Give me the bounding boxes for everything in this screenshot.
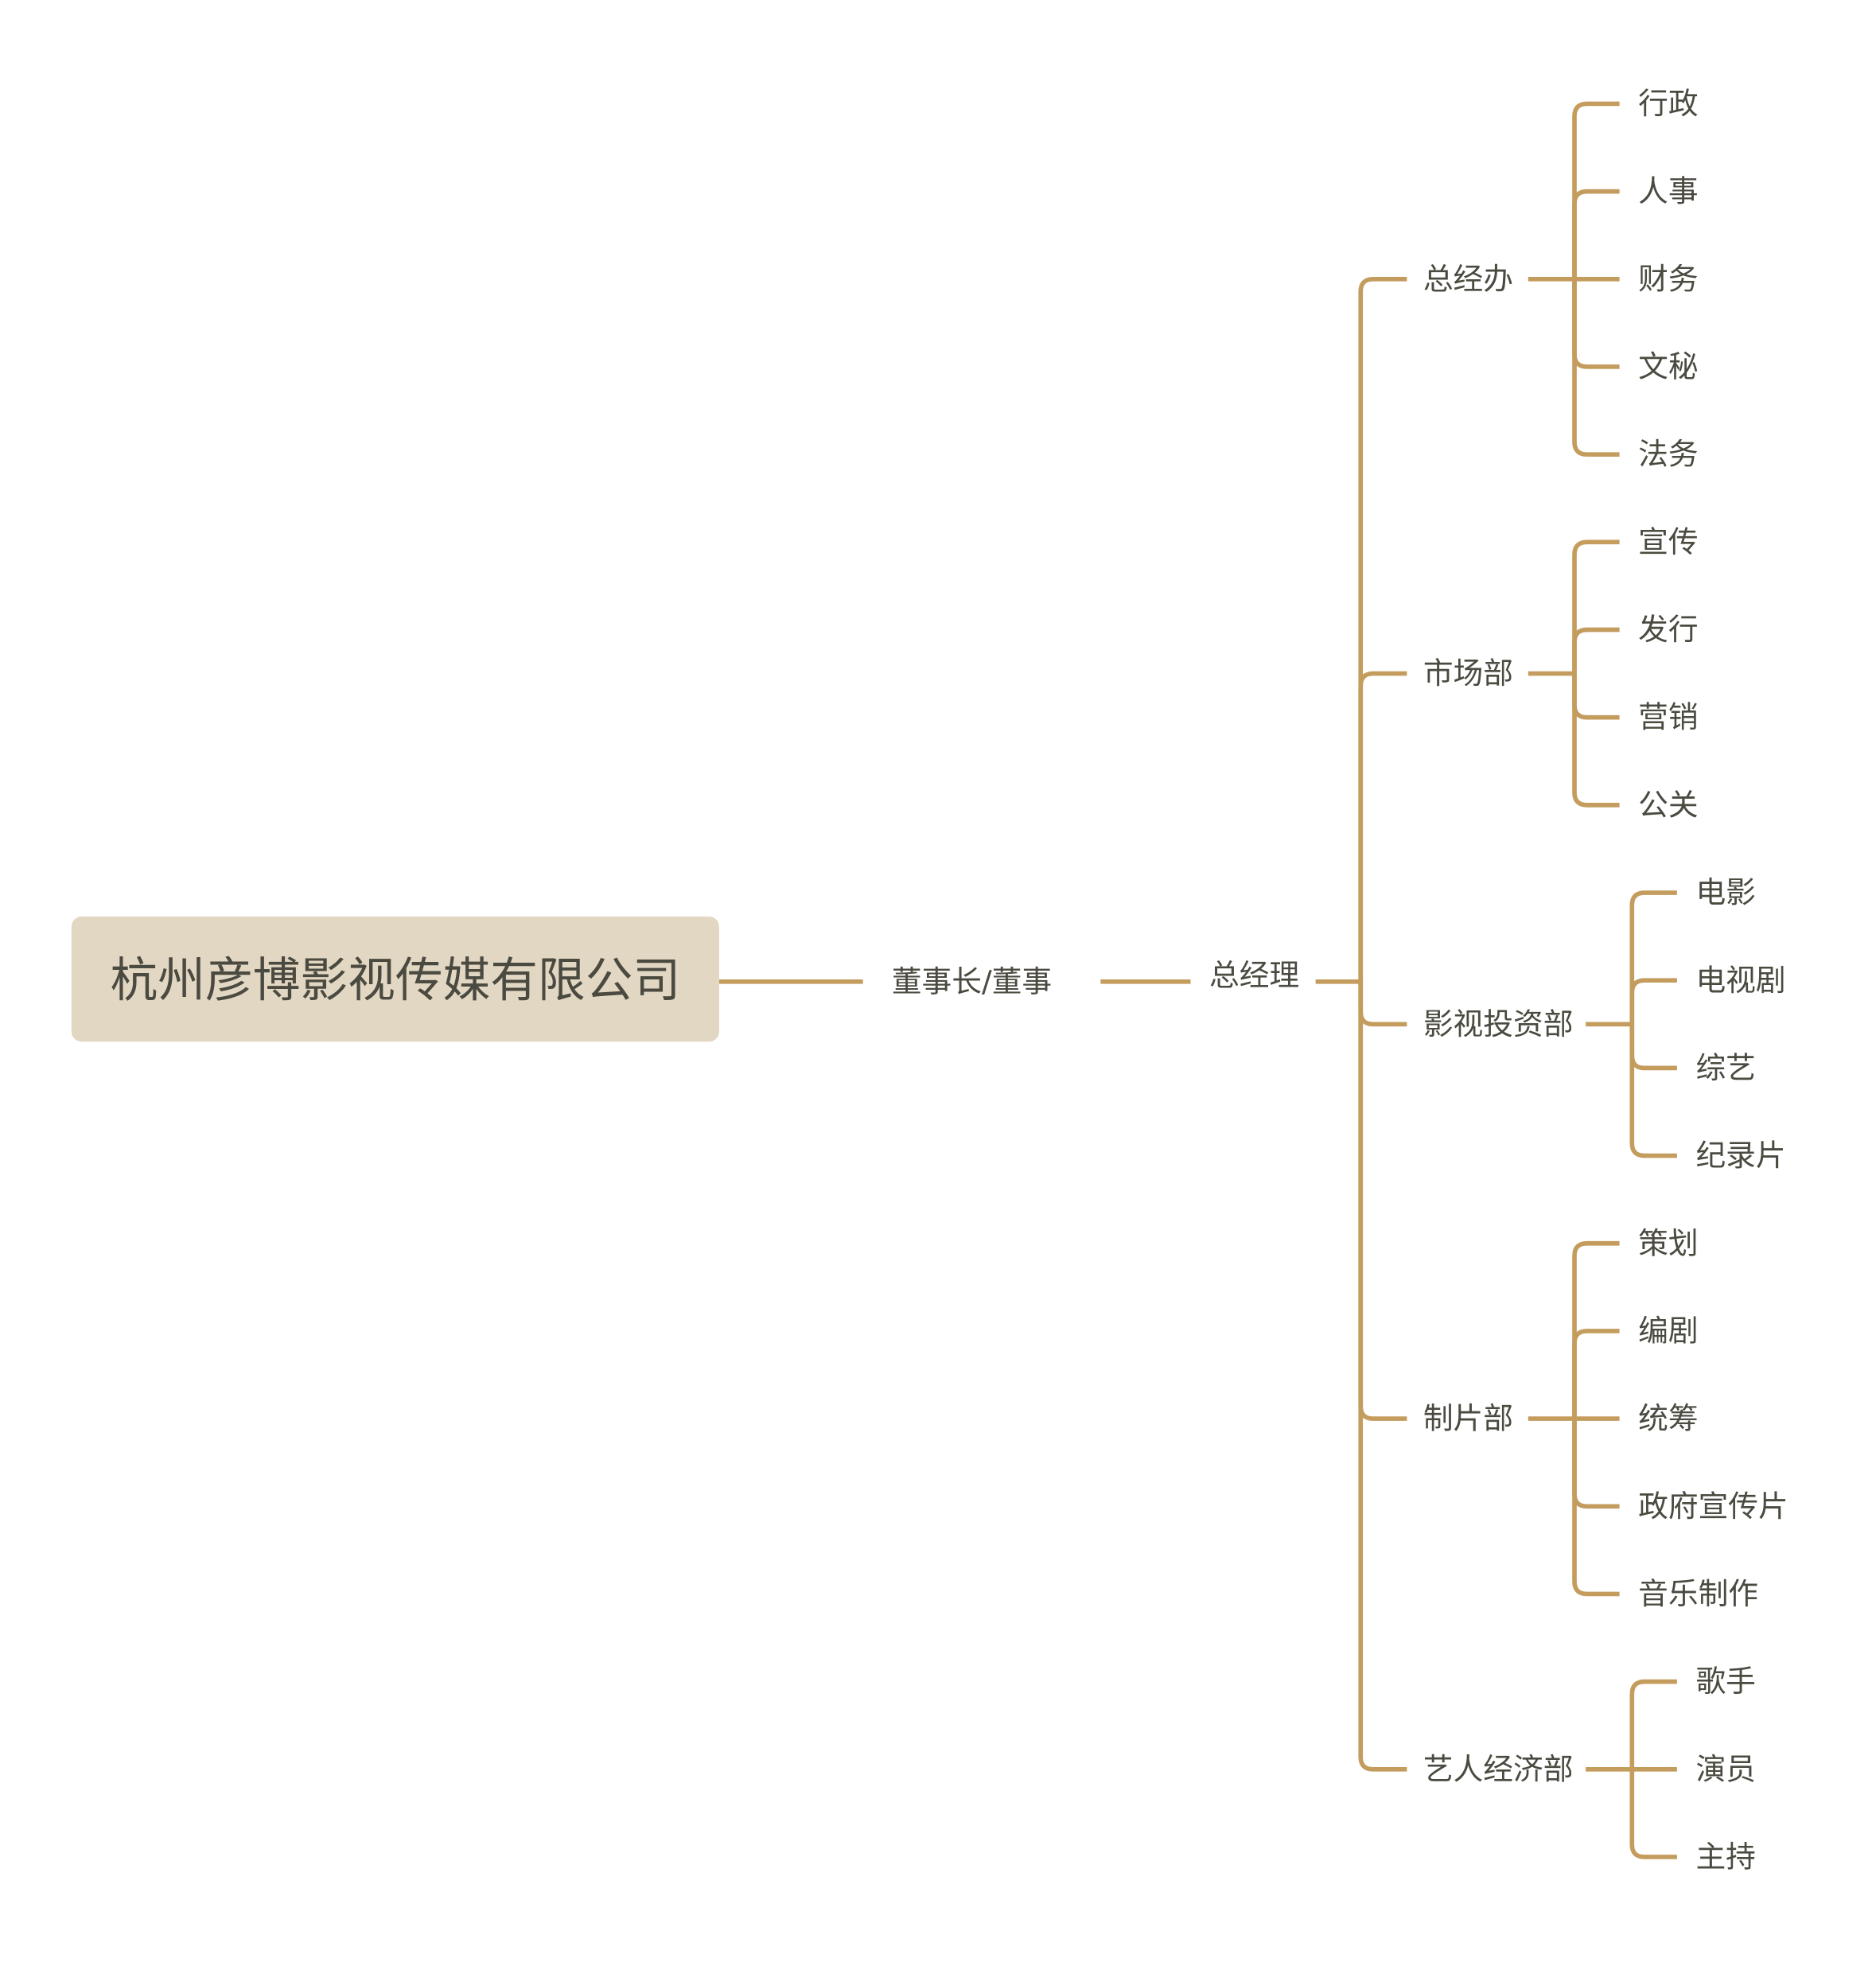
department-to-team-line [1572,627,1620,674]
root-node-box[interactable] [71,917,719,1042]
team-node[interactable]: 法务 [1638,437,1698,472]
team-node[interactable]: 电视剧 [1695,963,1785,998]
department-to-team-line [1629,890,1677,1025]
department-to-team-line [1629,1024,1677,1071]
team-node[interactable]: 演员 [1695,1751,1755,1786]
department-node[interactable]: 市场部 [1423,656,1513,691]
team-node[interactable]: 电影 [1695,875,1755,910]
department-to-team-line [1629,978,1677,1025]
department-node[interactable]: 总经办 [1423,261,1513,296]
department-to-team-line [1572,673,1620,720]
gm-to-department-line [1358,981,1407,1027]
gm-to-department-line [1358,981,1407,1772]
team-node[interactable]: 发行 [1638,612,1698,647]
gm-to-department-line [1358,671,1407,982]
department-to-team-line [1572,1419,1620,1597]
team-node[interactable]: 编剧 [1638,1313,1698,1348]
department-to-team-line [1572,278,1620,457]
team-node[interactable]: 策划 [1638,1225,1698,1260]
department-to-team-line [1572,101,1620,279]
team-node[interactable]: 财务 [1638,261,1698,296]
department-to-team-line [1629,1024,1677,1158]
team-node[interactable]: 音乐制作 [1638,1576,1758,1611]
department-to-team-line [1572,1329,1620,1419]
department-node[interactable]: 制片部 [1423,1401,1513,1436]
root-node-label: 杭州彦博影视传媒有限公司 [111,954,681,1009]
gm-to-department-line [1358,981,1407,1421]
department-to-team-line [1572,539,1620,674]
gm-node[interactable]: 总经理 [1209,958,1299,993]
department-to-team-line [1629,1679,1677,1769]
connector-lines [718,101,1677,1859]
department-to-team-line [1629,1769,1677,1859]
team-node[interactable]: 宣传 [1638,524,1698,559]
team-node[interactable]: 歌手 [1695,1664,1755,1699]
department-node[interactable]: 艺人经济部 [1423,1751,1574,1786]
team-node[interactable]: 行政 [1638,86,1698,121]
department-to-team-line [1572,278,1620,369]
department-to-team-line [1572,673,1620,808]
team-node[interactable]: 政府宣传片 [1638,1489,1788,1524]
team-node[interactable]: 综艺 [1695,1050,1755,1085]
team-node[interactable]: 统筹 [1638,1401,1698,1436]
chairman-node[interactable]: 董事长/董事 [892,963,1052,999]
department-to-team-line [1572,189,1620,279]
department-node[interactable]: 影视投资部 [1423,1006,1574,1041]
department-to-team-line [1572,1419,1620,1509]
gm-to-department-line [1358,276,1407,982]
team-node[interactable]: 主持 [1695,1839,1755,1874]
team-node[interactable]: 纪录片 [1695,1138,1785,1173]
team-node[interactable]: 公关 [1638,787,1698,822]
department-to-team-line [1572,1240,1620,1419]
team-node[interactable]: 人事 [1638,173,1698,208]
team-node[interactable]: 文秘 [1638,349,1698,384]
team-node[interactable]: 营销 [1638,699,1698,734]
